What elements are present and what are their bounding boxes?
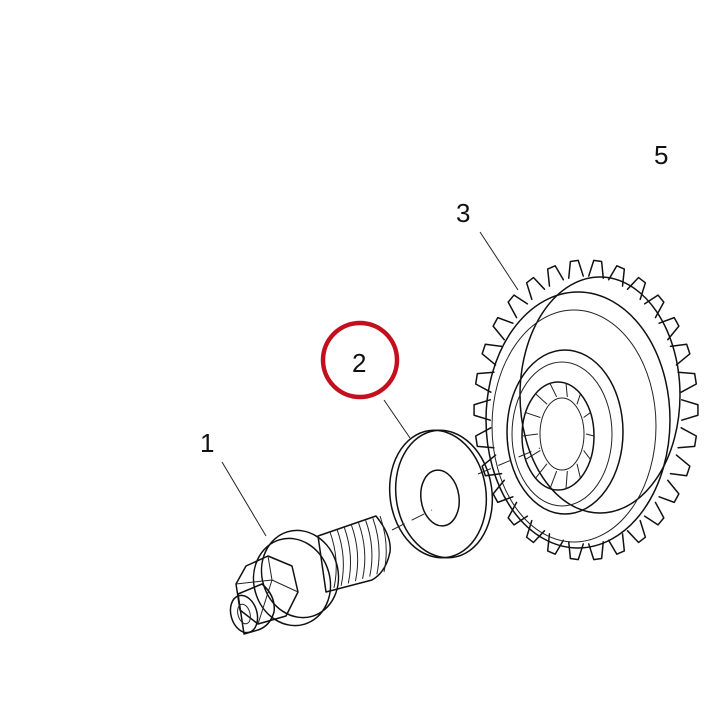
gear-spline xyxy=(585,433,595,437)
gear-tooth xyxy=(643,501,665,526)
assembly-axis-line xyxy=(391,447,541,531)
gear-tooth xyxy=(680,399,699,421)
bolt-thread xyxy=(358,522,366,579)
gear-tooth xyxy=(481,343,503,366)
gear-spline xyxy=(535,393,548,405)
highlight-circle xyxy=(320,320,400,400)
gear-spline xyxy=(576,463,581,479)
gear-tooth xyxy=(473,399,492,421)
bolt-hex-head xyxy=(235,555,299,625)
gear-front-face xyxy=(485,291,671,549)
gear-spline xyxy=(535,463,548,479)
callout-2: 2 xyxy=(352,348,366,378)
bolt-thread xyxy=(350,524,359,582)
bolt-flange xyxy=(252,537,332,627)
gear-tooth xyxy=(567,541,585,561)
bolt-thread xyxy=(336,529,344,586)
gear-tooth xyxy=(525,276,546,301)
gear-spline xyxy=(583,412,591,418)
washer-hole xyxy=(420,469,460,527)
leader-line-2 xyxy=(383,399,411,439)
gear-tooth xyxy=(481,454,503,477)
gear-splines xyxy=(521,383,595,489)
gear-back-rim xyxy=(519,276,681,514)
bolt-threads xyxy=(329,515,387,589)
gear-tooth xyxy=(626,519,647,544)
bolt-pilot-hole xyxy=(237,603,251,625)
bolt-thread xyxy=(365,520,373,577)
gear-tooth xyxy=(507,294,529,319)
callout-5-partial: 5 xyxy=(654,140,668,170)
gear-hub-inner-ring xyxy=(511,361,613,507)
gear-tooth xyxy=(546,265,565,287)
gear-tooth xyxy=(587,259,605,279)
gear-tooth xyxy=(507,501,529,526)
callout-3: 3 xyxy=(456,198,470,228)
leader-line-3 xyxy=(479,231,519,291)
gear-spline xyxy=(525,412,541,418)
gear-tooth xyxy=(658,479,680,504)
gear-spline xyxy=(576,393,581,405)
callout-1: 1 xyxy=(200,428,214,458)
gear-spline xyxy=(521,433,539,437)
gear-tooth xyxy=(669,343,691,366)
gear-tooth xyxy=(607,265,626,287)
gear-tooth xyxy=(643,294,665,319)
gear-spline xyxy=(583,450,591,460)
bolt-thread xyxy=(379,515,387,573)
gear-tooth xyxy=(607,533,626,555)
gear-spline xyxy=(549,470,558,489)
gear-spline xyxy=(525,450,541,460)
gear-part-3[interactable] xyxy=(473,259,699,561)
gear-tooth xyxy=(677,427,698,449)
gear-tooth xyxy=(474,371,495,393)
bolt-thread xyxy=(343,527,352,584)
leader-line-1 xyxy=(221,461,267,537)
gear-bore-depth xyxy=(539,397,585,471)
gear-tooth xyxy=(567,259,585,279)
bolt-pilot xyxy=(237,583,275,635)
bolt-pilot-tip xyxy=(229,594,259,634)
gear-tooth xyxy=(474,427,495,449)
gear-tooth xyxy=(658,316,680,341)
gear-hub-collar xyxy=(506,349,624,515)
gear-face-ring xyxy=(491,309,657,543)
bolt-hex-edges xyxy=(235,555,299,625)
bolt-part-1[interactable] xyxy=(226,515,391,636)
bolt-thread xyxy=(372,518,380,575)
gear-tooth xyxy=(626,276,647,301)
washer-outer-edge xyxy=(388,429,488,559)
gear-spline xyxy=(565,383,568,398)
gear-teeth xyxy=(473,259,699,561)
gear-spline xyxy=(565,471,568,489)
gear-spline xyxy=(549,383,558,398)
gear-tooth xyxy=(492,316,514,341)
gear-tooth xyxy=(677,371,698,393)
gear-tooth xyxy=(546,533,565,555)
washer-part-2[interactable] xyxy=(382,424,501,564)
gear-tooth xyxy=(587,541,605,561)
gear-tooth xyxy=(669,454,691,477)
